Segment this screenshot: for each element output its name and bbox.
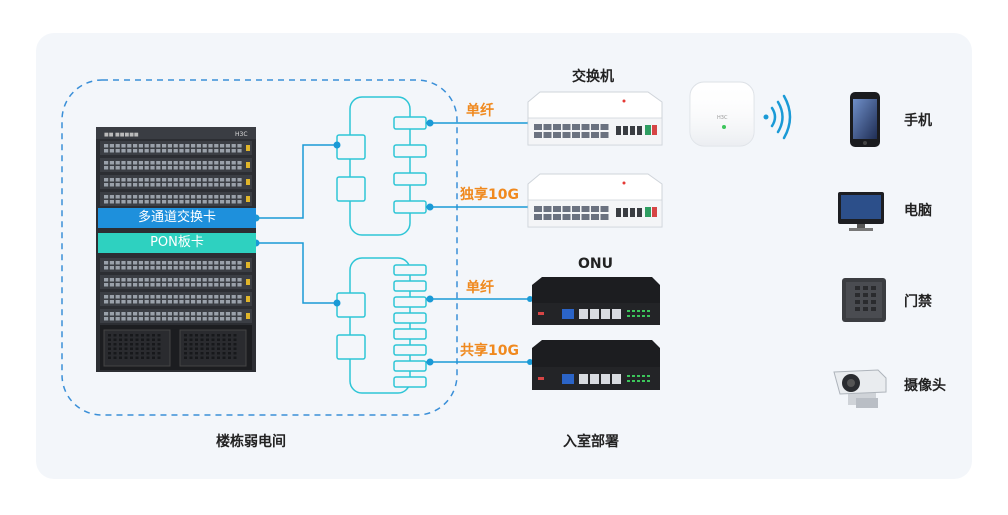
camera-icon xyxy=(833,369,887,408)
building-zone-label: 楼栋弱电间 xyxy=(216,434,286,450)
device-label-door-access: 门禁 xyxy=(904,294,932,310)
pon-card-label: PON板卡 xyxy=(150,235,204,250)
wireless-ap: H3C xyxy=(689,81,755,147)
onu-2 xyxy=(532,340,660,390)
link-label-single-fiber-top: 单纤 xyxy=(466,103,494,119)
room-zone-label: 入室部署 xyxy=(563,434,619,450)
device-label-computer: 电脑 xyxy=(904,203,932,219)
onu-1 xyxy=(532,277,660,325)
device-label-phone: 手机 xyxy=(904,113,932,129)
svg-text:H3C: H3C xyxy=(235,131,248,138)
multichannel-card-label: 多通道交换卡 xyxy=(137,210,216,225)
multichannel-card: 多通道交换卡 xyxy=(98,208,256,228)
phone-icon xyxy=(850,92,880,147)
onu-header: ONU xyxy=(578,256,613,272)
access-switch-2 xyxy=(527,173,663,228)
computer-icon xyxy=(838,192,884,231)
wifi-waves-icon xyxy=(763,94,792,140)
switch-header: 交换机 xyxy=(572,69,614,85)
access-switch-1 xyxy=(527,91,663,146)
link-label-single-fiber-bottom: 单纤 xyxy=(466,280,494,296)
link-label-shared-10g: 共享10G xyxy=(460,343,519,359)
pon-card: PON板卡 xyxy=(98,233,256,253)
door-access-icon xyxy=(842,278,886,322)
svg-text:H3C: H3C xyxy=(717,115,728,121)
card-links xyxy=(256,122,530,363)
svg-text:■■ ■■■■■: ■■ ■■■■■ xyxy=(104,132,139,138)
building-zone-border xyxy=(61,79,458,416)
device-label-camera: 摄像头 xyxy=(904,378,946,394)
splitter-lines xyxy=(336,96,427,394)
link-label-exclusive-10g: 独享10G xyxy=(460,187,519,203)
